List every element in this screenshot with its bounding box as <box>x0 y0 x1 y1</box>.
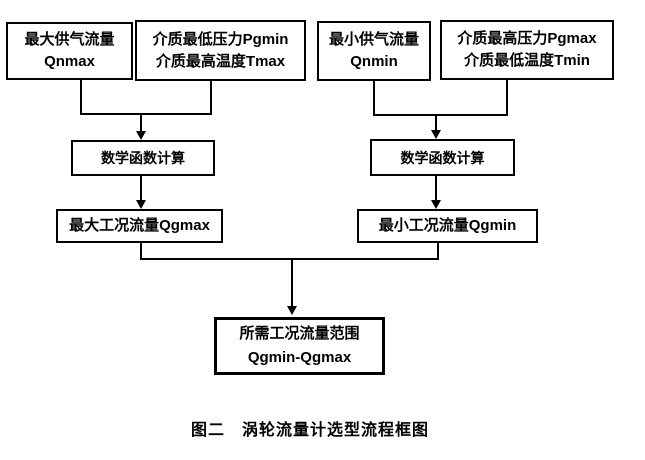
connector-line <box>506 79 508 116</box>
connector-line <box>210 80 212 115</box>
box-min-working-flow: 最小工况流量Qgmin <box>357 209 538 243</box>
arrow-shaft <box>435 176 437 201</box>
box-max-supply-flow-label: 最大供气流量 <box>24 31 115 48</box>
connector-line <box>437 243 439 260</box>
box-max-pressure-label: 介质最高压力Pgmax <box>457 30 597 47</box>
arrow-shaft <box>291 260 293 307</box>
box-math-calc-right: 数学函数计算 <box>370 139 515 176</box>
box-required-flow-range: 所需工况流量范围 Qgmin-Qgmax <box>214 317 385 375</box>
box-required-flow-range-label: 所需工况流量范围 <box>239 325 360 342</box>
arrow-shaft <box>140 115 142 132</box>
arrow-down-icon <box>287 306 297 315</box>
connector-line <box>373 114 508 116</box>
connector-line <box>140 258 439 260</box>
box-max-supply-flow-symbol: Qnmax <box>44 53 95 70</box>
box-min-pressure-label: 介质最低压力Pgmin <box>152 30 289 48</box>
box-required-flow-range-value: Qgmin-Qgmax <box>247 349 352 366</box>
box-min-pressure-max-temp: 介质最低压力Pgmin 介质最高温度Tmax <box>135 20 306 81</box>
box-math-calc-right-label: 数学函数计算 <box>400 149 485 166</box>
arrow-down-icon <box>431 130 441 139</box>
box-min-temp-label: 介质最低温度Tmin <box>464 52 590 69</box>
arrow-shaft <box>140 176 142 201</box>
connector-line <box>80 113 212 115</box>
connector-line <box>80 79 82 115</box>
box-min-supply-flow-label: 最小供气流量 <box>328 31 419 48</box>
box-math-calc-left: 数学函数计算 <box>71 140 215 176</box>
arrow-down-icon <box>431 200 441 209</box>
arrow-down-icon <box>136 200 146 209</box>
box-max-temp-label: 介质最高温度Tmax <box>155 52 286 70</box>
connector-line <box>140 243 142 260</box>
box-max-pressure-min-temp: 介质最高压力Pgmax 介质最低温度Tmin <box>440 20 614 80</box>
box-math-calc-left-label: 数学函数计算 <box>101 150 185 166</box>
box-min-supply-flow: 最小供气流量 Qnmin <box>317 21 431 81</box>
arrow-shaft <box>435 116 437 131</box>
box-max-working-flow: 最大工况流量Qgmax <box>56 209 223 243</box>
box-max-supply-flow: 最大供气流量 Qnmax <box>6 22 133 80</box>
box-min-supply-flow-symbol: Qnmin <box>350 53 398 70</box>
box-min-working-flow-label: 最小工况流量Qgmin <box>378 217 517 234</box>
arrow-down-icon <box>136 131 146 140</box>
connector-line <box>373 80 375 116</box>
figure-caption: 图二 涡轮流量计选型流程框图 <box>190 422 429 439</box>
box-max-working-flow-label: 最大工况流量Qgmax <box>69 217 210 234</box>
